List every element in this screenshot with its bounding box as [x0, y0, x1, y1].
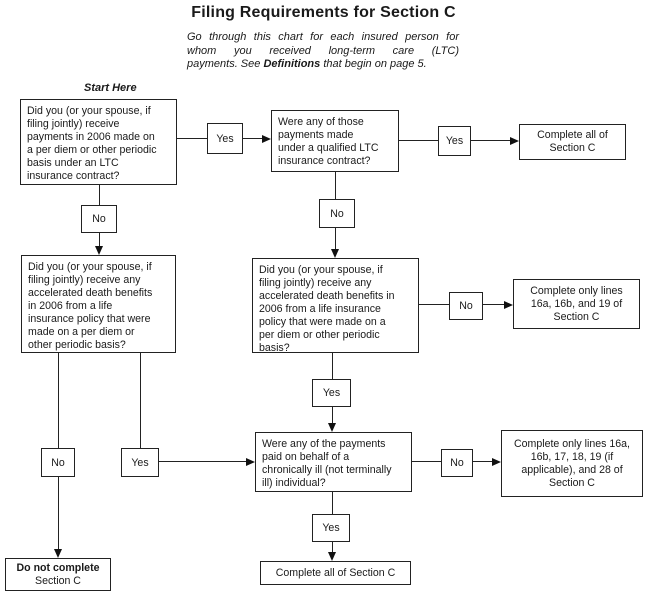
- subtitle-line-3-post: that begin on page 5.: [320, 58, 427, 70]
- arrow-down-icon: [54, 549, 62, 558]
- label-no-4: No: [41, 448, 75, 477]
- connector-q2-yes2: [399, 140, 438, 142]
- arrow-down-icon: [328, 552, 336, 561]
- connector-yes3-q5: [332, 407, 334, 424]
- question-box-qualified-ltc: Were any of those payments made under a …: [271, 110, 399, 172]
- result-box-complete-16a-17-28: Complete only lines 16a, 16b, 17, 18, 19…: [501, 430, 643, 497]
- result-box-complete-16a-16b-19: Complete only lines 16a, 16b, and 19 of …: [513, 279, 640, 329]
- connector-q1-yes1: [177, 138, 207, 140]
- result-box-do-not-complete: Do not complete Section C: [5, 558, 111, 591]
- question-box-chronically-ill: Were any of the payments paid on behalf …: [255, 432, 412, 492]
- page-subtitle: Go through this chart for each insured p…: [187, 31, 459, 72]
- label-no-3: No: [449, 292, 483, 320]
- result-box-complete-all-top: Complete all of Section C: [519, 124, 626, 160]
- subtitle-line-3-pre: payments. See: [187, 58, 264, 70]
- connector-q1-no1: [99, 185, 101, 205]
- connector-no2-q4: [335, 228, 337, 250]
- connector-no4-r5: [58, 477, 60, 550]
- arrow-down-icon: [95, 246, 103, 255]
- connector-q4-no3: [419, 304, 449, 306]
- question-box-ltc-payments: Did you (or your spouse, if filing joint…: [20, 99, 177, 185]
- label-yes-3: Yes: [312, 379, 351, 407]
- question-box-accelerated-death-left: Did you (or your spouse, if filing joint…: [21, 255, 176, 353]
- connector-q2-no2: [335, 172, 337, 199]
- connector-q5-no5: [412, 461, 441, 463]
- subtitle-definitions-ref: Definitions: [263, 58, 321, 70]
- connector-yes1-q2: [243, 138, 263, 140]
- connector-no3-r2: [483, 304, 505, 306]
- do-not-complete-line2: Section C: [35, 574, 81, 587]
- do-not-complete-line1: Do not complete: [16, 562, 100, 574]
- page-title: Filing Requirements for Section C: [191, 4, 456, 21]
- question-box-accelerated-death-mid: Did you (or your spouse, if filing joint…: [252, 258, 419, 354]
- connector-no1-q3: [99, 233, 101, 247]
- subtitle-line-2: whom you received long-term care (LTC): [187, 44, 459, 57]
- arrow-right-icon: [510, 137, 519, 145]
- label-yes-4: Yes: [121, 448, 159, 477]
- label-no-1: No: [81, 205, 117, 233]
- subtitle-line-1: Go through this chart for each insured p…: [187, 31, 459, 43]
- label-no-5: No: [441, 449, 473, 477]
- arrow-right-icon: [246, 458, 255, 466]
- subtitle-line-3: payments. See Definitions that begin on …: [187, 58, 459, 72]
- arrow-down-icon: [331, 249, 339, 258]
- connector-q3-no4: [58, 353, 60, 448]
- connector-yes2-r1: [471, 140, 511, 142]
- arrow-right-icon: [504, 301, 513, 309]
- connector-no5-r3: [473, 461, 493, 463]
- start-here-label: Start Here: [84, 82, 137, 94]
- label-no-2: No: [319, 199, 355, 228]
- arrow-right-icon: [262, 135, 271, 143]
- connector-yes4-q5: [159, 461, 247, 463]
- arrow-down-icon: [328, 423, 336, 432]
- connector-yes5-r4: [332, 542, 334, 553]
- label-yes-2: Yes: [438, 126, 471, 156]
- label-yes-5: Yes: [312, 514, 350, 542]
- connector-q4-yes3: [332, 353, 334, 379]
- arrow-right-icon: [492, 458, 501, 466]
- connector-q5-yes5: [332, 492, 334, 514]
- connector-q3-yes4: [140, 353, 142, 448]
- label-yes-1: Yes: [207, 123, 243, 154]
- result-box-complete-all-bottom: Complete all of Section C: [260, 561, 411, 585]
